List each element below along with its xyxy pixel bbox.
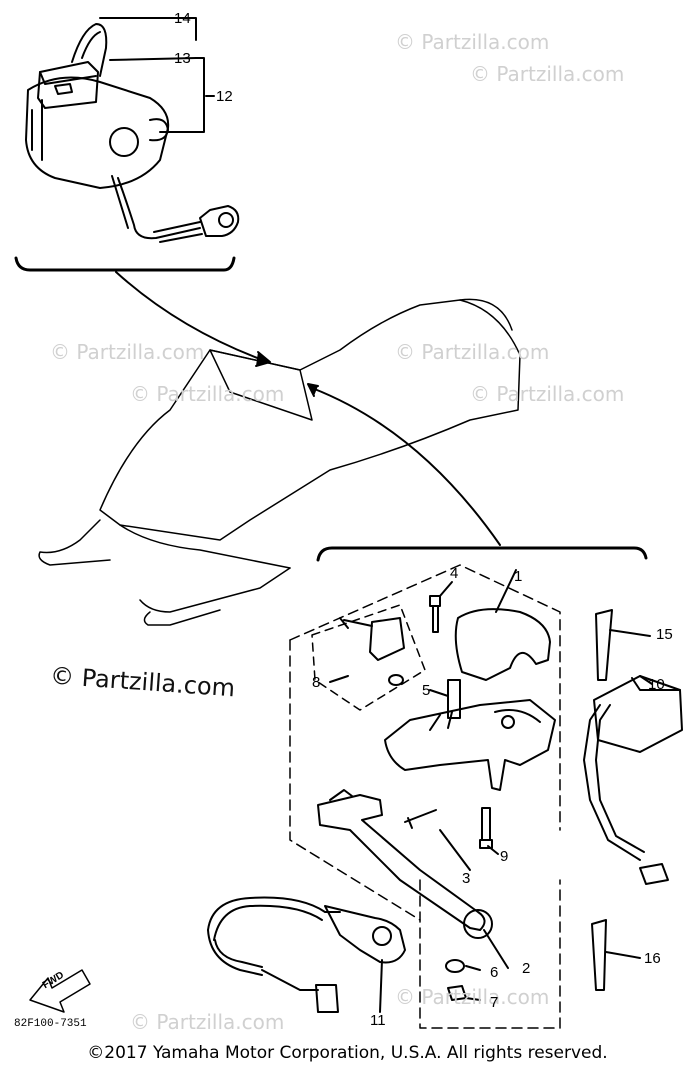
callout-7: 7 xyxy=(490,994,499,1011)
callout-2: 2 xyxy=(522,960,531,977)
snowmobile-outline xyxy=(38,298,521,626)
watermark: © Partzilla.com xyxy=(470,62,625,86)
callout-16: 16 xyxy=(644,950,661,967)
watermark: © Partzilla.com xyxy=(395,340,550,364)
callout-9: 9 xyxy=(500,848,509,865)
callout-6: 6 xyxy=(490,964,499,981)
callout-11: 11 xyxy=(370,1012,386,1029)
callout-10: 10 xyxy=(648,676,665,693)
callout-4: 4 xyxy=(450,565,459,582)
callout-3: 3 xyxy=(462,870,471,887)
watermark: © Partzilla.com xyxy=(395,985,550,1009)
copyright-notice: ©2017 Yamaha Motor Corporation, U.S.A. A… xyxy=(87,1043,608,1063)
watermark: © Partzilla.com xyxy=(50,340,205,364)
callout-15: 15 xyxy=(656,626,673,643)
callout-5: 5 xyxy=(422,682,431,699)
watermark: © Partzilla.com xyxy=(130,1010,285,1034)
callout-13: 13 xyxy=(174,50,191,67)
callout-1: 1 xyxy=(514,568,523,585)
callout-12: 12 xyxy=(216,88,233,105)
watermark: © Partzilla.com xyxy=(470,382,625,406)
callout-8: 8 xyxy=(312,674,321,691)
watermark: © Partzilla.com xyxy=(130,382,285,406)
handlebar-switch-inset xyxy=(25,23,240,243)
part-code: 82F100-7351 xyxy=(14,1018,87,1030)
watermark: © Partzilla.com xyxy=(395,30,550,54)
callout-14: 14 xyxy=(174,10,191,27)
